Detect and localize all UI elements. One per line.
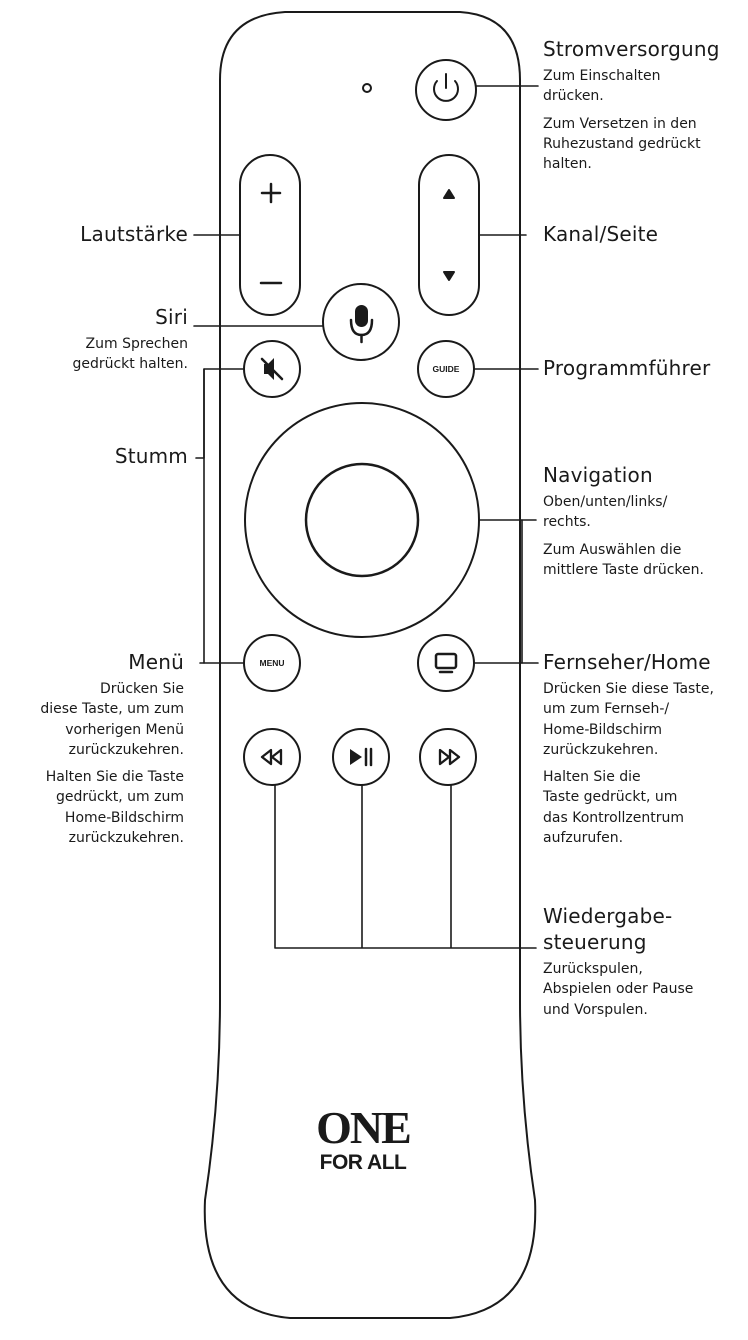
fast-forward-icon xyxy=(438,748,461,766)
navigation-ring[interactable] xyxy=(244,402,480,638)
siri-button[interactable] xyxy=(322,283,400,361)
channel-rocker[interactable] xyxy=(418,154,480,316)
volume-rocker[interactable] xyxy=(239,154,301,316)
microphone-icon xyxy=(349,305,374,344)
logo-one: ONE xyxy=(316,1102,410,1153)
power-icon xyxy=(433,80,459,102)
power-title: Stromversorgung xyxy=(543,37,720,61)
chevron-down-icon xyxy=(443,271,455,281)
navigation-label: Navigation Oben/unten/links/rechts. Zum … xyxy=(543,462,743,580)
logo-for-all: FOR ALL xyxy=(320,1151,407,1174)
play-pause-icon xyxy=(350,747,373,767)
tv-icon xyxy=(434,652,458,674)
siri-title: Siri xyxy=(155,305,188,329)
rewind-icon xyxy=(260,748,283,766)
menu-title: Menü xyxy=(128,650,184,674)
channel-title: Kanal/Seite xyxy=(543,222,659,246)
playback-label: Wiedergabe-steuerung Zurückspulen,Abspie… xyxy=(543,903,743,1020)
select-button[interactable] xyxy=(304,462,420,578)
volume-title: Lautstärke xyxy=(80,222,188,246)
guide-button-label: GUIDE xyxy=(433,364,460,374)
mute-icon xyxy=(260,357,284,381)
playback-title: Wiedergabe-steuerung xyxy=(543,904,673,954)
tv-home-title: Fernseher/Home xyxy=(543,650,711,674)
channel-label: Kanal/Seite xyxy=(543,221,743,251)
led-indicator xyxy=(362,83,372,93)
tv-home-button[interactable] xyxy=(417,634,475,692)
tv-home-label: Fernseher/Home Drücken Sie diese Taste,u… xyxy=(543,649,748,848)
guide-title: Programmführer xyxy=(543,356,711,380)
fast-forward-button[interactable] xyxy=(419,728,477,786)
tv-home-desc-1: Drücken Sie diese Taste,um zum Fernseh-/… xyxy=(543,681,714,758)
volume-label: Lautstärke xyxy=(20,221,188,251)
guide-label: Programmführer xyxy=(543,355,743,385)
mute-title: Stumm xyxy=(114,444,188,468)
menu-button-label: MENU xyxy=(259,658,284,668)
rewind-button[interactable] xyxy=(243,728,301,786)
navigation-title: Navigation xyxy=(543,463,653,487)
navigation-desc-1: Oben/unten/links/rechts. xyxy=(543,494,668,531)
power-button[interactable] xyxy=(415,59,477,121)
remote-body xyxy=(203,11,537,1319)
callout-lines xyxy=(193,85,539,949)
mute-button[interactable] xyxy=(243,340,301,398)
playback-callout xyxy=(274,784,537,949)
chevron-up-icon xyxy=(443,189,455,199)
play-pause-button[interactable] xyxy=(332,728,390,786)
mute-label: Stumm xyxy=(20,443,188,473)
